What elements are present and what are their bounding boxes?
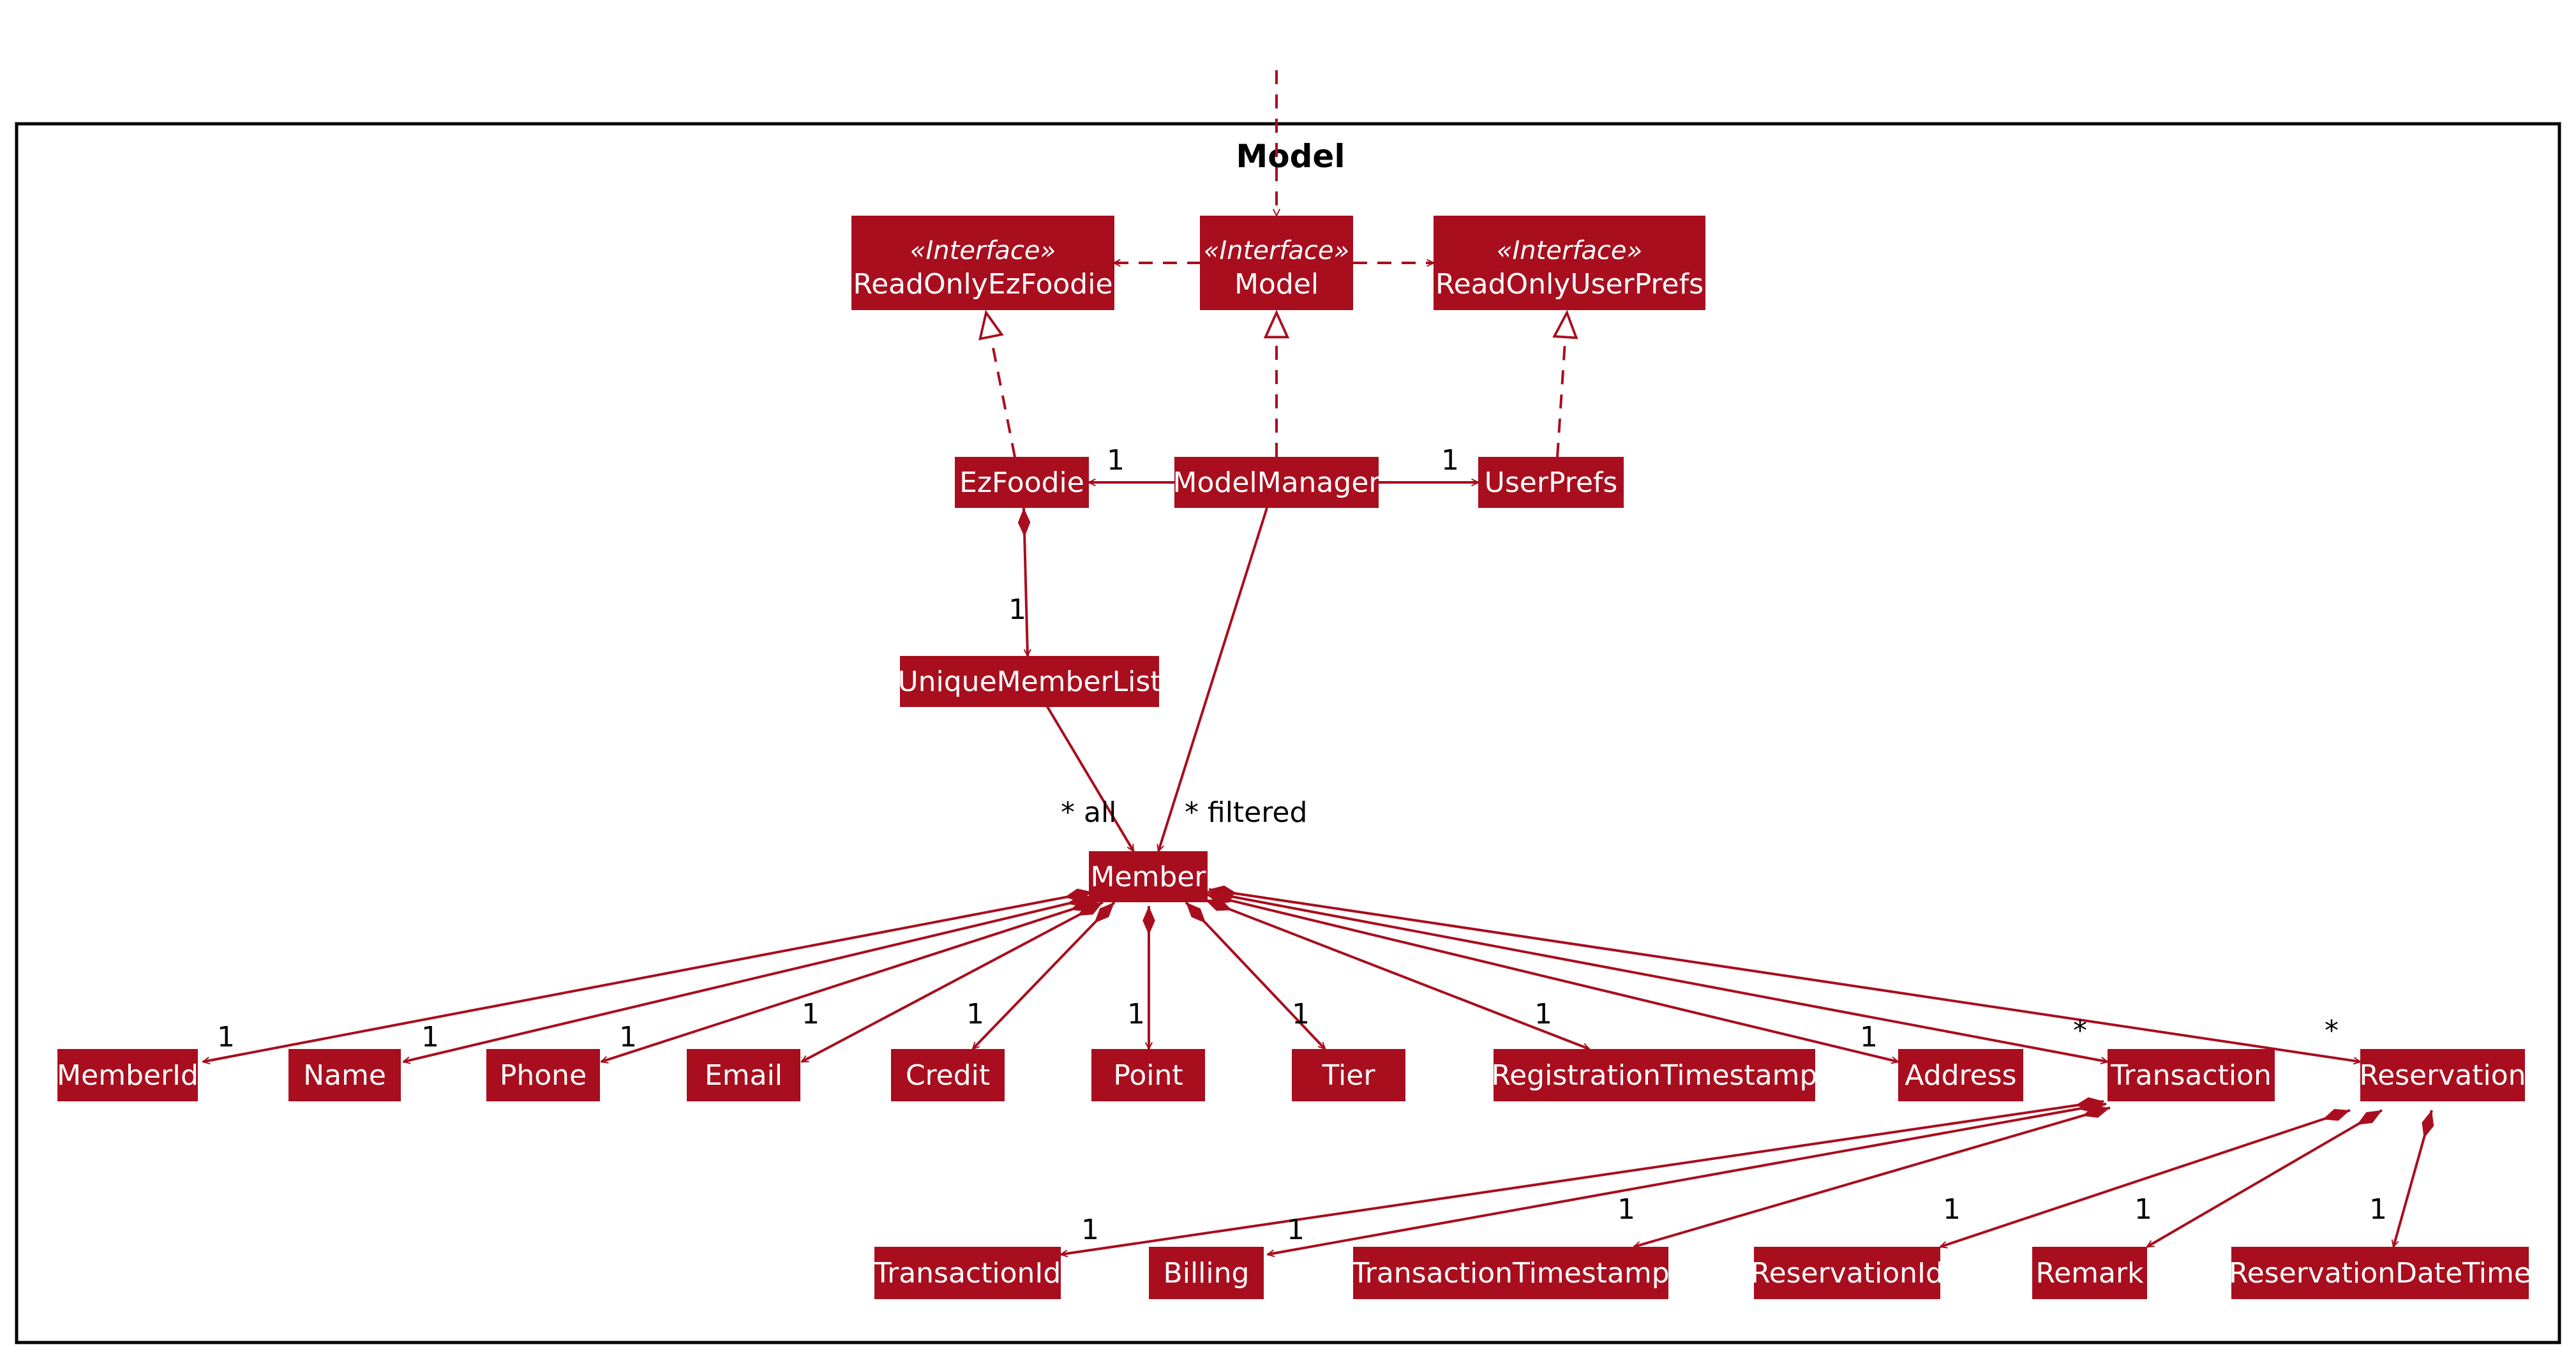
mult-tier: 1 [1292, 998, 1310, 1030]
class-name[interactable]: Name [288, 1049, 401, 1101]
class-registrationtimestamp-label: RegistrationTimestamp [1492, 1059, 1818, 1092]
class-uniquememberlist-label: UniqueMemberList [897, 666, 1161, 698]
mult-userprefs: 1 [1441, 444, 1459, 477]
class-reservation[interactable]: Reservation [2359, 1049, 2526, 1101]
class-email[interactable]: Email [687, 1049, 800, 1101]
interface-model-stereotype: «Interface» [1204, 236, 1349, 265]
mult-credit: 1 [966, 998, 984, 1030]
interface-readonlyuserprefs-stereotype: «Interface» [1497, 236, 1642, 265]
uniquememberlist-member-edge [1045, 704, 1135, 851]
mult-name: 1 [421, 1021, 439, 1053]
class-reservation-label: Reservation [2359, 1059, 2526, 1092]
mult-billing: 1 [1287, 1214, 1305, 1246]
interface-readonlyezfoodie[interactable]: «Interface» ReadOnlyEzFoodie [851, 216, 1114, 310]
reservation-reservationid-edge [1940, 1110, 2351, 1247]
interface-readonlyezfoodie-label: ReadOnlyEzFoodie [853, 268, 1112, 301]
class-billing[interactable]: Billing [1149, 1247, 1264, 1299]
member-reservation-edge [1208, 889, 2360, 1062]
mult-filtered: * filtered [1185, 796, 1307, 829]
mult-email: 1 [802, 998, 820, 1030]
class-reservationdatetime-label: ReservationDateTime [2229, 1257, 2531, 1290]
class-reservationid-label: ReservationId [1751, 1257, 1943, 1290]
reservation-reservationdatetime-edge [2393, 1110, 2432, 1247]
class-transactiontimestamp-label: TransactionTimestamp [1351, 1257, 1669, 1290]
class-remark[interactable]: Remark [2032, 1247, 2147, 1299]
mult-all: * all [1061, 796, 1116, 829]
member-name-edge [403, 897, 1096, 1062]
class-transaction[interactable]: Transaction [2108, 1049, 2275, 1101]
class-tier-label: Tier [1322, 1059, 1376, 1092]
class-memberid-label: MemberId [57, 1059, 198, 1092]
mult-uniquememberlist: 1 [1008, 593, 1026, 626]
package-title: Model [1236, 138, 1345, 175]
interface-model[interactable]: «Interface» Model [1200, 216, 1353, 310]
class-address[interactable]: Address [1898, 1049, 2023, 1101]
interface-readonlyuserprefs[interactable]: «Interface» ReadOnlyUserPrefs [1434, 216, 1705, 310]
class-phone[interactable]: Phone [486, 1049, 600, 1101]
class-registrationtimestamp[interactable]: RegistrationTimestamp [1492, 1049, 1818, 1101]
mult-reservationid: 1 [1943, 1193, 1961, 1226]
class-email-label: Email [705, 1059, 783, 1092]
mult-transaction: * [2073, 1015, 2087, 1047]
mult-reservationdatetime: 1 [2369, 1193, 2387, 1226]
mult-registrationtimestamp: 1 [1534, 998, 1552, 1030]
interface-model-label: Model [1234, 268, 1319, 301]
class-member-label: Member [1091, 861, 1207, 893]
class-point-label: Point [1113, 1059, 1183, 1092]
class-transactiontimestamp[interactable]: TransactionTimestamp [1351, 1247, 1670, 1299]
transaction-transactionid-edge [1061, 1101, 2104, 1254]
class-member[interactable]: Member [1089, 851, 1208, 902]
class-credit-label: Credit [906, 1059, 990, 1092]
mult-point: 1 [1127, 998, 1145, 1030]
ezfoodie-uniquememberlist-edge [1024, 507, 1028, 656]
mult-transactiontimestamp: 1 [1617, 1193, 1635, 1226]
mult-ezfoodie: 1 [1107, 444, 1125, 477]
class-ezfoodie-label: EzFoodie [959, 466, 1084, 499]
class-reservationid[interactable]: ReservationId [1751, 1247, 1943, 1299]
reservation-remark-edge [2147, 1109, 2383, 1248]
member-credit-edge [973, 901, 1116, 1049]
class-userprefs[interactable]: UserPrefs [1478, 457, 1624, 508]
class-phone-label: Phone [500, 1059, 587, 1092]
class-credit[interactable]: Credit [891, 1049, 1005, 1101]
mult-remark: 1 [2134, 1193, 2152, 1226]
class-uniquememberlist[interactable]: UniqueMemberList [897, 656, 1162, 707]
class-transaction-label: Transaction [2110, 1059, 2272, 1092]
model-package-frame [15, 122, 2561, 1344]
interface-readonlyezfoodie-stereotype: «Interface» [910, 236, 1056, 265]
class-name-label: Name [303, 1059, 386, 1092]
class-transactionid[interactable]: TransactionId [874, 1247, 1061, 1299]
class-remark-label: Remark [2035, 1257, 2144, 1290]
class-point[interactable]: Point [1091, 1049, 1205, 1101]
class-address-label: Address [1905, 1059, 2016, 1092]
mult-transactionid: 1 [1081, 1214, 1099, 1246]
mult-reservation: * [2325, 1015, 2339, 1047]
userprefs-realizes-edge [1557, 313, 1567, 458]
ezfoodie-realizes-edge [986, 313, 1016, 458]
class-reservationdatetime[interactable]: ReservationDateTime [2229, 1247, 2531, 1299]
class-userprefs-label: UserPrefs [1485, 466, 1618, 499]
class-ezfoodie[interactable]: EzFoodie [955, 457, 1089, 508]
transaction-transactiontimestamp-edge [1634, 1108, 2111, 1247]
mult-phone: 1 [619, 1021, 637, 1053]
mult-memberid: 1 [217, 1021, 235, 1053]
class-tier[interactable]: Tier [1292, 1049, 1405, 1101]
modelmanager-member-filtered-edge [1158, 507, 1268, 851]
class-transactionid-label: TransactionId [874, 1257, 1061, 1290]
mult-address: 1 [1860, 1021, 1878, 1053]
class-billing-label: Billing [1164, 1257, 1250, 1290]
class-memberid[interactable]: MemberId [57, 1049, 198, 1101]
class-modelmanager[interactable]: ModelManager [1173, 457, 1381, 508]
class-modelmanager-label: ModelManager [1173, 466, 1381, 499]
member-transaction-edge [1207, 892, 2108, 1062]
interface-readonlyuserprefs-label: ReadOnlyUserPrefs [1435, 268, 1704, 301]
